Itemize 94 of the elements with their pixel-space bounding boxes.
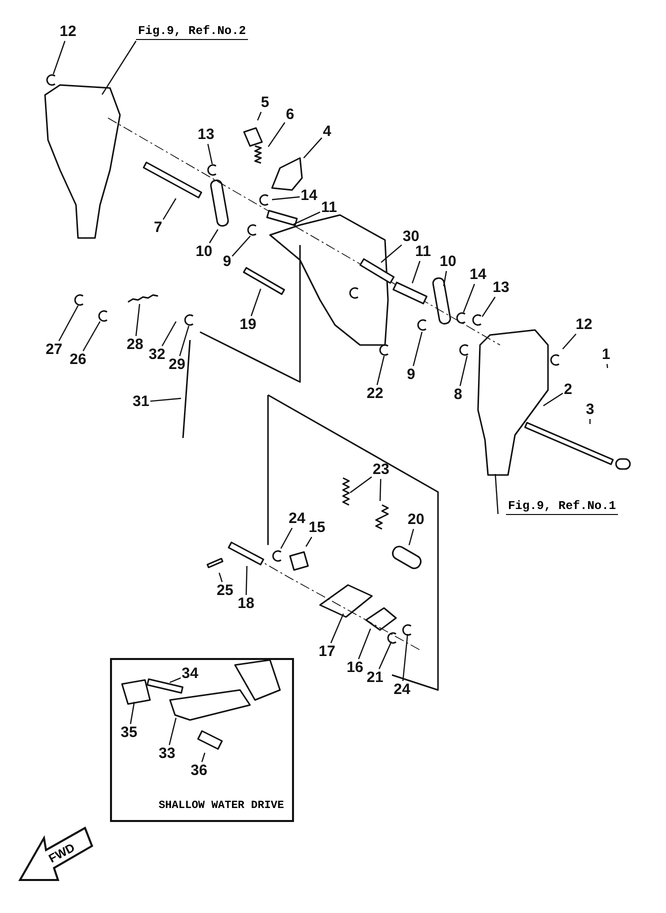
callout-number: 27 (46, 342, 62, 358)
leader-line (412, 332, 423, 366)
callout-number: 16 (346, 660, 364, 676)
leader-line (280, 528, 293, 549)
leader-line (303, 137, 322, 158)
callout-number: 2 (564, 382, 572, 398)
callout-number: 4 (322, 124, 332, 140)
leader-line (58, 305, 79, 342)
callout-number: 1 (602, 347, 610, 363)
leader-line (268, 122, 286, 148)
leader-line (246, 566, 248, 596)
figure-reference: Fig.9, Ref.No.1 (506, 499, 618, 515)
callout-number: 28 (126, 337, 144, 353)
callout-number: 23 (372, 462, 390, 478)
callout-number: 32 (148, 347, 166, 363)
leader-line (52, 40, 66, 74)
callout-number: 11 (321, 200, 337, 216)
leader-line (358, 628, 372, 660)
callout-number: 21 (366, 670, 384, 686)
callout-number: 9 (222, 254, 232, 270)
callout-number: 20 (408, 512, 424, 528)
leader-line (589, 419, 591, 424)
callout-number: 12 (576, 317, 592, 333)
inset-panel (110, 658, 294, 822)
leader-line (402, 634, 408, 682)
callout-number: 22 (366, 386, 384, 402)
callout-number: 13 (198, 127, 214, 143)
leader-line (257, 112, 262, 121)
callout-number: 6 (286, 107, 294, 123)
leader-line (380, 478, 382, 502)
leader-line (102, 40, 136, 95)
leader-line (130, 702, 135, 724)
callout-number: 36 (190, 763, 208, 779)
callout-number: 29 (168, 357, 186, 373)
leader-line (482, 296, 496, 318)
leader-line (562, 334, 576, 350)
leader-line (412, 260, 420, 284)
callout-number: 34 (182, 666, 198, 682)
callout-number: 17 (318, 644, 336, 660)
callout-number: 31 (132, 394, 150, 410)
leader-line (494, 474, 499, 514)
leader-line (168, 718, 177, 746)
callout-number: 19 (240, 317, 256, 333)
callout-number: 11 (415, 244, 431, 260)
leader-line (350, 476, 372, 494)
leader-line (330, 613, 344, 644)
leader-line (162, 198, 176, 220)
direction-label: FWD (46, 840, 78, 866)
leader-line (179, 326, 190, 356)
leader-line (82, 321, 101, 352)
callout-number: 5 (260, 95, 270, 111)
callout-number: 10 (440, 254, 456, 270)
leader-line (305, 536, 312, 547)
leader-line (218, 572, 223, 582)
callout-number: 35 (120, 725, 138, 741)
callout-number: 30 (402, 229, 420, 245)
leader-line (460, 356, 468, 386)
callout-number: 9 (406, 367, 416, 383)
callout-number: 10 (196, 244, 212, 260)
leader-line (378, 641, 392, 670)
leader-line (207, 144, 213, 164)
leader-line (201, 752, 206, 762)
callout-number: 24 (288, 511, 306, 527)
callout-number: 25 (216, 583, 234, 599)
inset-title: SHALLOW WATER DRIVE (158, 800, 284, 812)
callout-number: 33 (158, 746, 176, 762)
callout-number: 15 (308, 520, 326, 536)
leader-line (606, 364, 608, 368)
leader-line (462, 284, 476, 313)
callout-number: 24 (394, 682, 410, 698)
leader-line (232, 236, 251, 257)
callout-number: 14 (300, 188, 318, 204)
callout-number: 7 (154, 220, 162, 236)
callout-number: 26 (70, 352, 86, 368)
leader-line (150, 398, 182, 402)
callout-number: 8 (454, 387, 462, 403)
leader-line (443, 270, 447, 286)
callout-number: 3 (586, 402, 594, 418)
figure-reference: Fig.9, Ref.No.2 (136, 24, 248, 40)
leader-line (543, 392, 564, 406)
leader-line (135, 304, 140, 336)
leader-line (380, 244, 402, 263)
callout-number: 12 (60, 24, 76, 40)
callout-number: 18 (238, 596, 254, 612)
leader-line (376, 356, 385, 386)
leader-line (169, 677, 181, 684)
callout-number: 13 (492, 280, 510, 296)
callout-number: 14 (470, 267, 486, 283)
leader-line (272, 196, 300, 200)
leader-line (408, 528, 414, 546)
leader-line (293, 212, 320, 225)
leader-line (208, 229, 218, 244)
leader-line (250, 288, 262, 316)
leader-line (162, 321, 177, 346)
